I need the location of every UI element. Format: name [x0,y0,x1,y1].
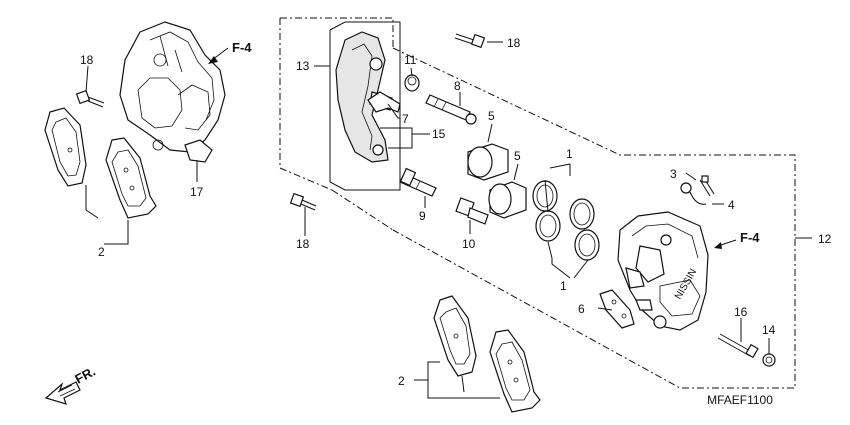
caliper-body-right: NISSIN [617,211,709,331]
label-1-lower: 1 [560,279,567,293]
bleeder-valve-3 [699,175,715,197]
front-direction-arrow [44,381,81,405]
pad-spring-7 [367,91,401,113]
plug-14 [762,353,776,367]
part-labels: 18 2 17 13 18 11 8 5 5 7 15 9 10 18 1 1 … [72,36,831,407]
bolt-18-left [75,89,105,108]
label-12: 12 [818,232,832,246]
label-13: 13 [296,59,310,73]
label-16: 16 [734,305,748,319]
ref-f4-right: F-4 [740,230,760,245]
label-5-lower: 5 [514,149,521,163]
bolt-18-upper [454,33,486,49]
leader-lines [85,41,812,399]
label-7: 7 [402,112,409,126]
piston-5-upper [467,143,509,181]
bolt-10 [455,197,489,225]
label-5-upper: 5 [488,109,495,123]
brake-pad-lower-a [433,295,477,377]
brake-pad-left-a [44,107,87,187]
slide-pin-8 [425,94,477,125]
label-1-upper: 1 [566,147,573,161]
brake-pad-left-b [105,137,157,219]
pad-shim-6 [599,289,635,329]
diagram-code: MFAEF1100 [707,393,773,407]
label-2-lower: 2 [398,374,405,388]
boot-11 [404,74,420,92]
bleeder-cap-4 [680,182,707,205]
label-14: 14 [762,323,776,337]
assembly-boundary [279,17,796,389]
label-3: 3 [670,167,677,181]
bracket-group-box [329,21,401,191]
label-6: 6 [578,302,585,316]
bolt-18-lower [289,192,317,211]
label-10: 10 [462,237,476,251]
ref-f4-top: F-4 [232,40,252,55]
slide-pin-9 [399,167,437,197]
seals-1 [532,180,600,261]
piston-5-lower [488,181,527,219]
label-11: 11 [404,53,417,67]
label-18-left: 18 [80,53,94,67]
label-18-upper: 18 [507,36,521,50]
pad-pin-16 [717,333,759,359]
label-8: 8 [454,79,461,93]
brake-pad-lower-b [489,329,541,413]
label-9: 9 [419,209,426,223]
label-18-lower: 18 [296,237,310,251]
label-17: 17 [190,185,204,199]
caliper-body-left [119,21,226,163]
label-15: 15 [432,127,446,141]
label-2-left: 2 [98,245,105,259]
label-4: 4 [728,198,735,212]
